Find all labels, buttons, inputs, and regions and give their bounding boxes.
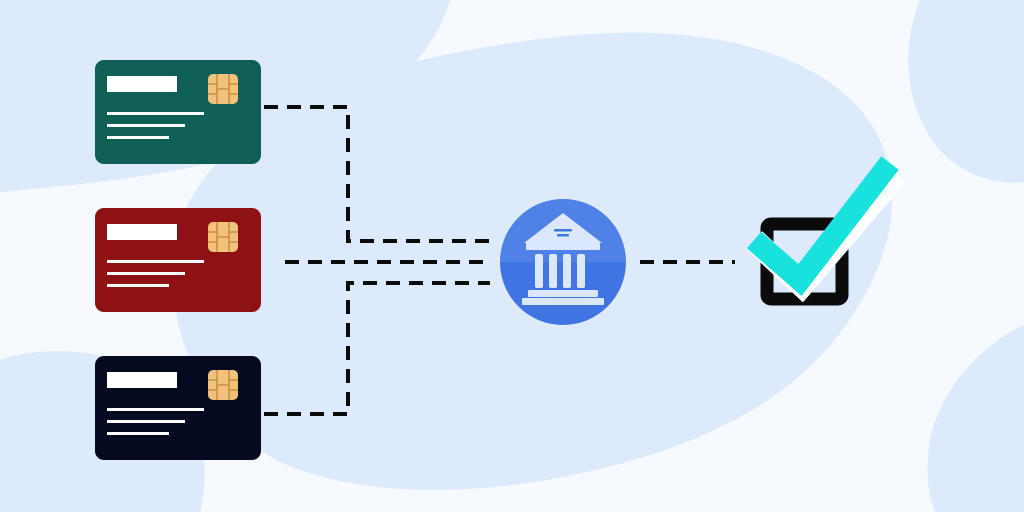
card-navy xyxy=(95,356,261,460)
card-detail-line-2 xyxy=(107,136,169,139)
card-detail-line-1 xyxy=(107,124,185,127)
card-number-line xyxy=(107,112,204,115)
checkmark-icon xyxy=(746,156,899,296)
card-name-placeholder xyxy=(107,372,177,388)
card-number-line xyxy=(107,260,204,263)
card-detail-line-1 xyxy=(107,420,185,423)
bank-node xyxy=(500,199,626,325)
blob-top-right xyxy=(908,0,1024,183)
connector-navy-card xyxy=(264,281,490,416)
card-green xyxy=(95,60,261,164)
bank-building-icon xyxy=(522,213,604,305)
connector-green-card xyxy=(264,105,490,243)
card-number-line xyxy=(107,408,204,411)
card-name-placeholder xyxy=(107,224,177,240)
card-detail-line-2 xyxy=(107,284,169,287)
card-detail-line-1 xyxy=(107,272,185,275)
card-red xyxy=(95,208,261,312)
card-name-placeholder xyxy=(107,76,177,92)
card-detail-line-2 xyxy=(107,432,169,435)
card-chip-icon xyxy=(208,370,238,400)
connectors xyxy=(264,105,735,416)
card-chip-icon xyxy=(208,74,238,104)
approval-node xyxy=(745,156,906,306)
blob-bottom-right xyxy=(927,325,1024,512)
card-chip-icon xyxy=(208,222,238,252)
